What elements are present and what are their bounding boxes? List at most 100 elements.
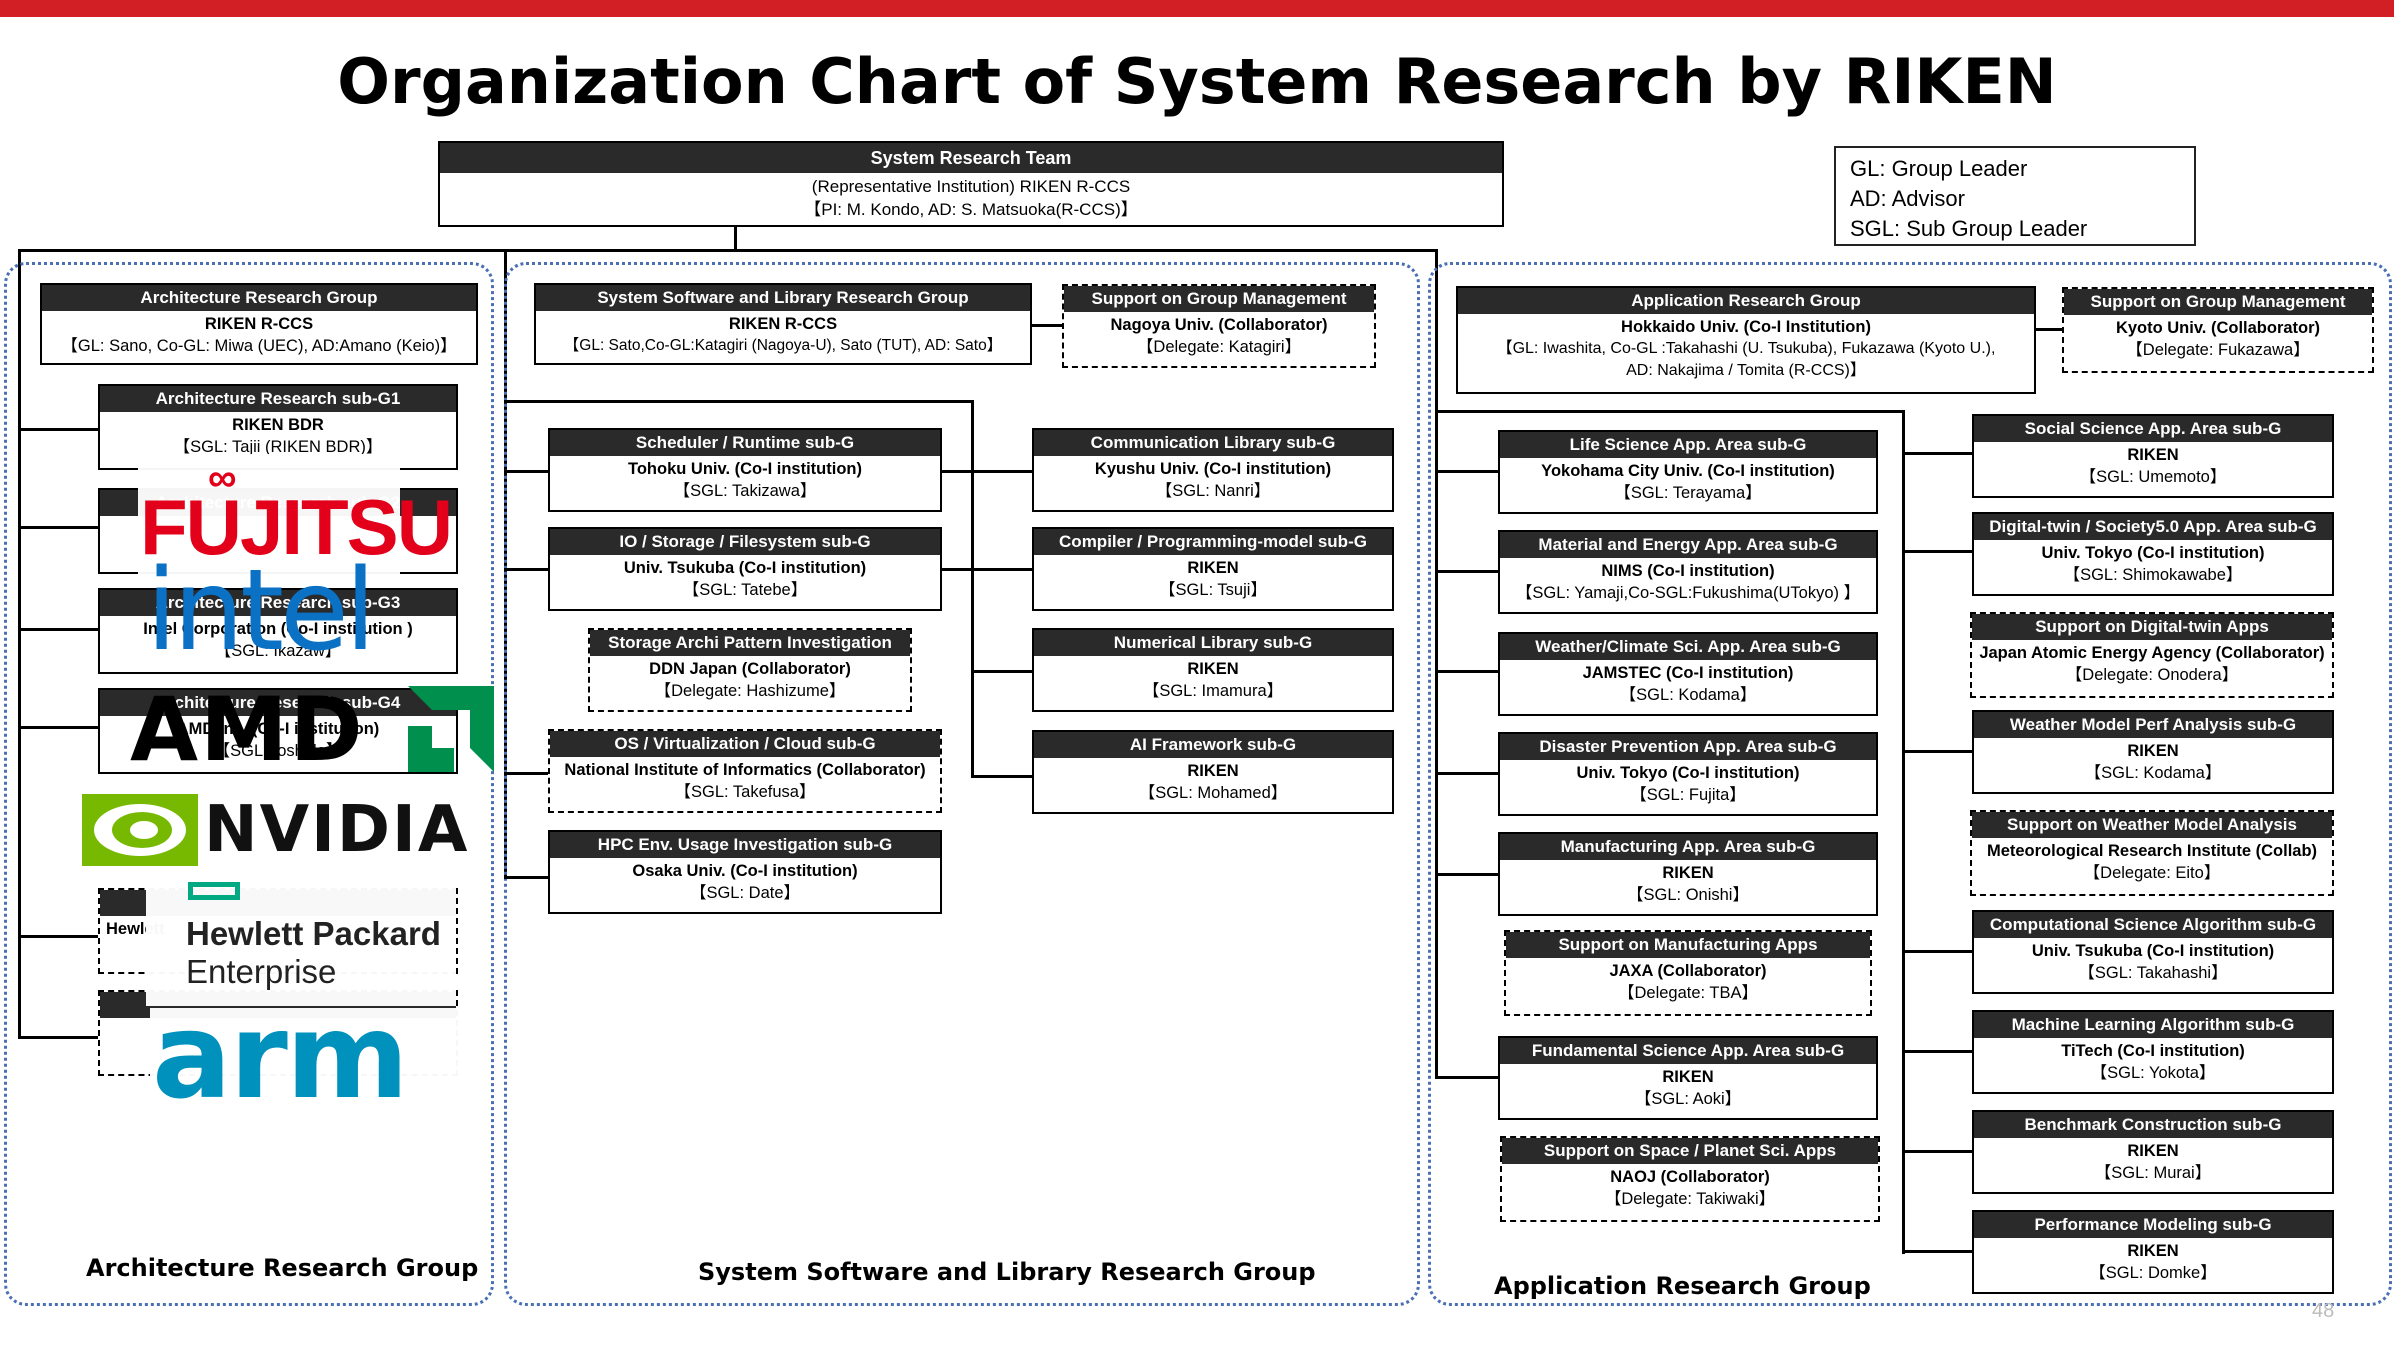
box-institution: Tohoku Univ. (Co-I institution): [627, 460, 862, 478]
fujitsu-logo-text: FUJITSU: [140, 483, 453, 571]
social-science-box: Social Science App. Area sub-G RIKEN【SGL…: [1972, 414, 2334, 498]
box-header: HPC Env. Usage Investigation sub-G: [550, 832, 940, 858]
box-header: Weather Model Perf Analysis sub-G: [1974, 712, 2332, 738]
box-leader: 【Delegate: Hashizume】: [654, 682, 846, 700]
space-support-box: Support on Space / Planet Sci. Apps NAOJ…: [1500, 1136, 1880, 1222]
box-header: Application Research Group: [1458, 288, 2034, 314]
io-storage-box: IO / Storage / Filesystem sub-G Univ. Ts…: [548, 527, 942, 611]
box-institution: Intel Corporation (Co-I institution ): [143, 620, 413, 638]
connector: [1902, 750, 1974, 753]
box-header: Support on Manufacturing Apps: [1506, 932, 1870, 958]
box-leader: 【SGL: Yamaji,Co-SGL:Fukushima(UTokyo) 】: [1515, 584, 1861, 602]
box-header: Social Science App. Area sub-G: [1974, 416, 2332, 442]
sys-support-box: Support on Group Management Nagoya Univ.…: [1062, 284, 1376, 368]
box-header: Architecture Research sub-G3: [100, 590, 456, 616]
box-institution: RIKEN: [2127, 1242, 2179, 1260]
hpe-logo: Hewlett Packard Enterprise: [146, 878, 456, 1006]
intel-logo: intel: [146, 546, 414, 678]
box-leader: 【SGL: Tatebe】: [682, 581, 808, 599]
hpe-rectangle-icon: [188, 882, 240, 900]
box-header: Architecture Research sub-G4: [100, 690, 456, 716]
box-institution: Kyushu Univ. (Co-I institution): [1094, 460, 1332, 478]
infinity-icon: ∞: [208, 456, 237, 500]
box-leader: 【SGL: Imamura】: [1142, 682, 1284, 700]
amd-logo-text: AMD: [130, 678, 365, 781]
page-title: Organization Chart of System Research by…: [337, 45, 2057, 118]
connector: [18, 526, 100, 529]
connector: [1902, 1250, 1974, 1253]
box-header: Architecture Research Group: [42, 285, 476, 311]
connector: [1435, 1076, 1501, 1079]
box-header: IO / Storage / Filesystem sub-G: [550, 529, 940, 555]
box-leader: 【SGL: Nanri】: [1155, 482, 1271, 500]
comp-science-algorithm-box: Computational Science Algorithm sub-G Un…: [1972, 910, 2334, 994]
box-leader: 【SGL: Kodama】: [1619, 686, 1757, 704]
system-software-group-frame: [504, 262, 1420, 1306]
box-header: Performance Modeling sub-G: [1974, 1212, 2332, 1238]
box-header: System Software and Library Research Gro…: [536, 285, 1030, 311]
architecture-group-frame: [4, 262, 494, 1306]
fundamental-science-box: Fundamental Science App. Area sub-G RIKE…: [1498, 1036, 1878, 1120]
box-institution: RIKEN R-CCS: [204, 315, 314, 333]
machine-learning-box: Machine Learning Algorithm sub-G TiTech …: [1972, 1010, 2334, 1094]
hpe-logo-text-1: Hewlett Packard: [186, 915, 441, 952]
digital-twin-support-box: Support on Digital-twin Apps Japan Atomi…: [1970, 612, 2334, 698]
connector: [1435, 410, 1905, 413]
box-header: Manufacturing App. Area sub-G: [1500, 834, 1876, 860]
box-header: Communication Library sub-G: [1034, 430, 1392, 456]
box-header: Support on Weather Model Analysis: [1972, 812, 2332, 838]
box-header: Support on Group Management: [2064, 289, 2372, 315]
box-leader: 【SGL: Tajii (RIKEN BDR)】: [173, 438, 383, 456]
box-institution: RIKEN: [2127, 742, 2179, 760]
box-header: Machine Learning Algorithm sub-G: [1974, 1012, 2332, 1038]
material-energy-box: Material and Energy App. Area sub-G NIMS…: [1498, 530, 1878, 614]
legend-sgl: SGL: Sub Group Leader: [1850, 216, 2088, 241]
box-leader-2: AD: Nakajima / Tomita (R-CCS)】: [1626, 362, 1866, 379]
box-header: Life Science App. Area sub-G: [1500, 432, 1876, 458]
box-leader: 【SGL: Takizawa】: [673, 482, 817, 500]
box-header: Digital-twin / Society5.0 App. Area sub-…: [1974, 514, 2332, 540]
box-leader: 【SGL: Shimokawabe】: [2063, 566, 2243, 584]
connector: [971, 670, 1034, 673]
box-leader: 【SGL: Date】: [689, 884, 801, 902]
weather-climate-box: Weather/Climate Sci. App. Area sub-G JAM…: [1498, 632, 1878, 716]
arch-sub-g3-box: Architecture Research sub-G3 Intel Corpo…: [98, 588, 458, 674]
box-leader: 【Delegate: TBA】: [1617, 984, 1758, 1002]
connector: [971, 400, 974, 778]
box-institution: RIKEN: [1187, 762, 1239, 780]
legend-gl: GL: Group Leader: [1850, 156, 2028, 181]
box-institution: AMD Inc. (Co-I institution): [176, 720, 380, 738]
box-institution: Univ. Tokyo (Co-I institution): [2041, 544, 2265, 562]
box-leader: 【Delegate: Onodera】: [2065, 666, 2239, 684]
connector: [504, 876, 550, 879]
box-institution: TiTech (Co-I institution): [2061, 1042, 2245, 1060]
box-institution: JAMSTEC (Co-I institution): [1582, 664, 1794, 682]
arch-sub-g4-box: Architecture Research sub-G4 AMD Inc. (C…: [98, 688, 458, 774]
box-leader: 【SGL: Yokota】: [2090, 1064, 2216, 1082]
nvidia-logo-text: NVIDIA: [204, 793, 470, 867]
box-institution: RIKEN: [2127, 1142, 2179, 1160]
architecture-frame-label: Architecture Research Group: [86, 1254, 479, 1282]
top-red-bar: [0, 0, 2394, 17]
amd-logo: AMD: [126, 680, 496, 780]
box-institution: Meteorological Research Institute (Colla…: [1986, 842, 2318, 860]
box-leader: 【SGL: Terayama】: [1614, 484, 1762, 502]
application-group-frame: [1428, 262, 2392, 1306]
connector: [18, 935, 100, 938]
box-header: Support on Space / Planet Sci. Apps: [1502, 1138, 1878, 1164]
box-leader: 【SGL: Ikazaw】: [214, 642, 342, 660]
connector: [1032, 324, 1064, 327]
box-institution: National Institute of Informatics (Colla…: [564, 761, 926, 779]
connector: [504, 772, 550, 775]
digital-twin-box: Digital-twin / Society5.0 App. Area sub-…: [1972, 512, 2334, 596]
connector: [18, 249, 21, 1039]
weather-support-box: Support on Weather Model Analysis Meteor…: [1970, 810, 2334, 896]
box-leader: 【SGL: Takahashi】: [2078, 964, 2228, 982]
box-institution: Japan Atomic Energy Agency (Collaborator…: [1979, 644, 2325, 662]
connector: [18, 726, 100, 729]
connector: [1902, 950, 1974, 953]
box-leader: 【GL: Iwashita, Co-GL :Takahashi (U. Tsuk…: [1496, 340, 1996, 357]
box-institution: RIKEN BDR: [232, 416, 324, 434]
box-leader: 【SGL: Umemoto】: [2079, 468, 2227, 486]
box-header: Fundamental Science App. Area sub-G: [1500, 1038, 1876, 1064]
